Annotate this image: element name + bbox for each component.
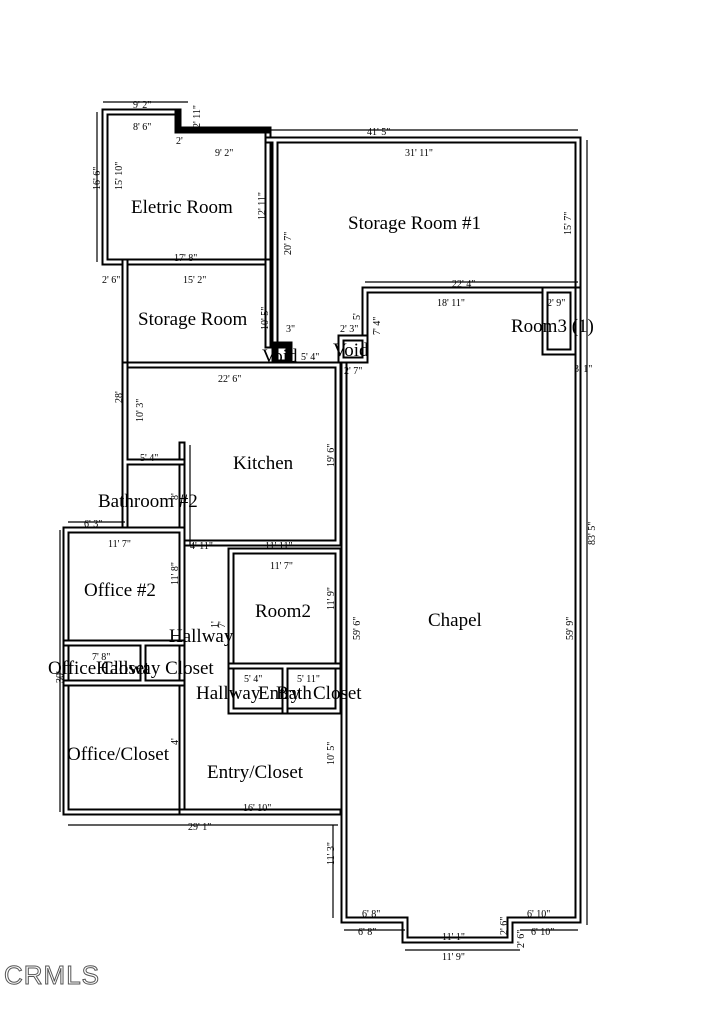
room-labels: Eletric Room Storage Room #1 Storage Roo… bbox=[48, 197, 594, 783]
dim-7-hall: 7' bbox=[217, 621, 228, 628]
room-chapel: Chapel bbox=[428, 610, 482, 631]
room-entry: Entry bbox=[258, 683, 301, 704]
dim-18-11: 18' 11" bbox=[437, 298, 465, 309]
dim-8-bath: 8' bbox=[170, 493, 181, 500]
dim-6-8-in: 6' 8" bbox=[362, 909, 380, 920]
dim-59-6: 59' 6" bbox=[352, 617, 363, 640]
room-closet: Closet bbox=[313, 683, 362, 704]
dim-2-3-void: 2' 3" bbox=[340, 324, 358, 335]
dim-31-11: 31' 11" bbox=[405, 148, 433, 159]
walls bbox=[62, 108, 582, 944]
room-void-left: Void bbox=[262, 346, 298, 367]
room-entry-closet: Entry/Closet bbox=[207, 762, 304, 783]
dim-6-10-in: 6' 10" bbox=[527, 909, 550, 920]
room-room3: Room3 (1) bbox=[511, 316, 594, 337]
dim-6-10-out: 6' 10" bbox=[531, 927, 554, 938]
room-hallway-2: Hallway bbox=[196, 683, 261, 704]
dim-16-6: 16' 6" bbox=[92, 167, 103, 190]
dim-15-7: 15' 7" bbox=[563, 212, 574, 235]
room-hallway: Hallway bbox=[169, 626, 234, 647]
room-bathroom-2: Bathroom #2 bbox=[98, 491, 198, 512]
dim-5-4-bath: 5' 4" bbox=[140, 453, 158, 464]
room-storage: Storage Room bbox=[138, 309, 247, 330]
dim-4-closet: 4' bbox=[170, 738, 181, 745]
room-room2: Room2 bbox=[255, 601, 311, 622]
room-storage-1: Storage Room #1 bbox=[348, 213, 481, 234]
dim-5-a: 5' bbox=[352, 313, 363, 320]
dim-9-2-mid: 9' 2" bbox=[215, 148, 233, 159]
room-office-closet: Office Closet bbox=[48, 658, 150, 679]
dim-11-7-office: 11' 7" bbox=[108, 539, 131, 550]
dim-59-9: 59' 9" bbox=[565, 617, 576, 640]
dim-11-7-room2: 11' 7" bbox=[270, 561, 293, 572]
room-eletric: Eletric Room bbox=[131, 197, 233, 218]
room-office-closer: Office/Closet bbox=[67, 744, 170, 765]
dim-10-5-store: 10' 5" bbox=[260, 307, 271, 330]
dim-12-11: 12' 11" bbox=[257, 192, 268, 220]
dimension-lines bbox=[59, 101, 588, 951]
dim-4-11: 4' 11" bbox=[190, 541, 213, 552]
dim-6-3: 6' 3" bbox=[84, 519, 102, 530]
dim-11-1: 11' 1" bbox=[442, 932, 465, 943]
dim-10-5-entry: 10' 5" bbox=[326, 742, 337, 765]
dim-30: 30' bbox=[55, 671, 66, 683]
dimension-labels: 9' 2" 8' 6" 2' 11" 2' 41' 5" 9' 2" 31' 1… bbox=[55, 100, 598, 963]
room-hallway-closet: Hallway Closet bbox=[96, 658, 214, 679]
dim-22-6: 22' 6" bbox=[218, 374, 241, 385]
dim-20-7: 20' 7" bbox=[283, 232, 294, 255]
room-void-right: Void bbox=[333, 340, 369, 361]
room-office-2: Office #2 bbox=[84, 580, 156, 601]
dim-2-6-left: 2' 6" bbox=[102, 275, 120, 286]
dim-11-9-bottom: 11' 9" bbox=[442, 952, 465, 963]
dim-2-6-right2: 2' 6" bbox=[516, 930, 527, 948]
room-bath: Bath bbox=[276, 683, 312, 704]
dim-2-11-a: 2' 11" bbox=[192, 105, 203, 128]
dim-11-11: 11' 11" bbox=[265, 541, 293, 552]
wall-eletric-room bbox=[101, 108, 272, 266]
dim-8-6: 8' 6" bbox=[133, 122, 151, 133]
dim-11-3: 11' 3" bbox=[326, 842, 337, 865]
dim-2-6-right: 2' 6" bbox=[499, 917, 510, 935]
dim-11-8: 11' 8" bbox=[170, 562, 181, 585]
dim-6-8-out: 6' 8" bbox=[358, 927, 376, 938]
dim-16-10: 16' 10" bbox=[243, 803, 271, 814]
dim-5-4-closet: 5' 4" bbox=[244, 674, 262, 685]
room-kitchen: Kitchen bbox=[233, 453, 294, 474]
dim-29-1: 29' 1" bbox=[188, 822, 211, 833]
dim-9-2-top: 9' 2" bbox=[133, 100, 151, 111]
dim-2-11-b: 2' bbox=[176, 136, 183, 147]
dim-2-9: 2' 9" bbox=[547, 298, 565, 309]
dim-83-5: 83' 5" bbox=[587, 522, 598, 545]
crmls-watermark: CRMLS bbox=[4, 960, 100, 990]
dim-10-3: 10' 3" bbox=[135, 399, 146, 422]
dim-41-5: 41' 5" bbox=[367, 127, 390, 138]
dim-22-4: 22' 4" bbox=[452, 279, 475, 290]
dim-5-11: 5' 11" bbox=[297, 674, 320, 685]
dim-7-4: 7' 4" bbox=[372, 317, 383, 335]
dim-3-void: 3" bbox=[286, 324, 295, 335]
dim-17-8: 17' 8" bbox=[174, 253, 197, 264]
dim-1-hall: 1' bbox=[210, 621, 221, 628]
dim-28: 28' bbox=[114, 391, 125, 403]
dim-3-1: 3' 1" bbox=[574, 364, 592, 375]
dim-19-6: 19' 6" bbox=[326, 444, 337, 467]
dim-5-4-void: 5' 4" bbox=[301, 352, 319, 363]
dim-15-10: 15' 10" bbox=[114, 162, 125, 190]
dim-11-9: 11' 9" bbox=[326, 587, 337, 610]
dim-7-8: 7' 8" bbox=[92, 652, 110, 663]
dim-15-2: 15' 2" bbox=[183, 275, 206, 286]
dim-2-7: 2' 7" bbox=[344, 366, 362, 377]
